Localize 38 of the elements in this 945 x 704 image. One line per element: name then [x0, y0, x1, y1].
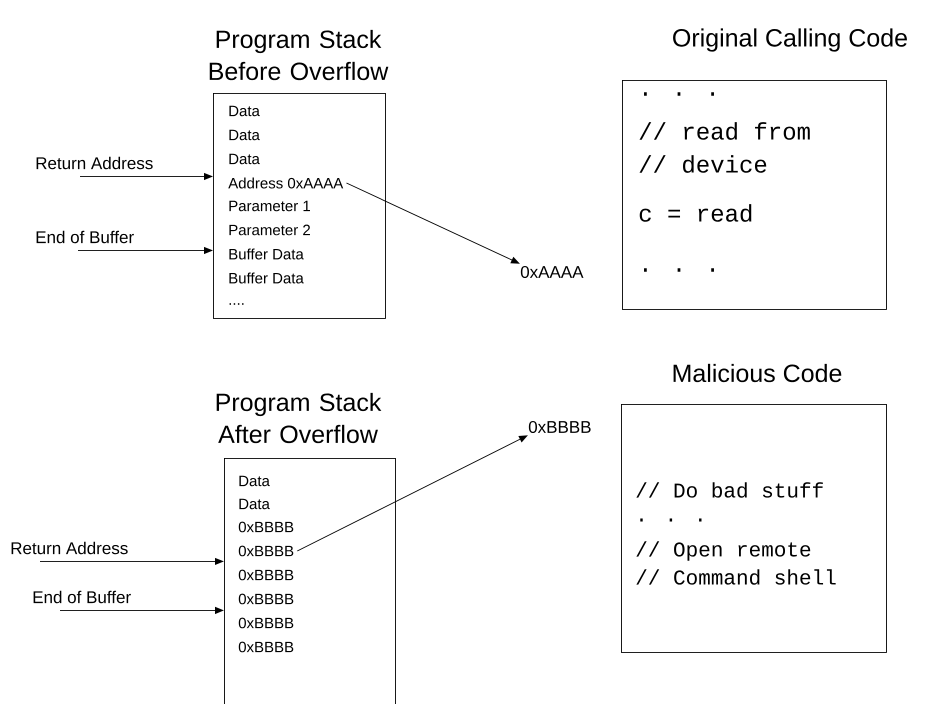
stack-entry: Parameter 1 — [229, 200, 310, 212]
pointer-label: 0xAAAA — [520, 266, 584, 278]
pointer-label: Return Address — [36, 156, 153, 170]
stack-entry: 0xBBBB — [238, 546, 294, 556]
stack-entry: Data — [239, 498, 270, 510]
node-label: . . . — [644, 268, 714, 272]
stack-entry: 0xBBBB — [238, 618, 294, 628]
stack-entry: Address 0xAAAA — [228, 178, 344, 188]
stack-entry: Buffer Data — [229, 248, 304, 260]
stack-entry: 0xBBBB — [238, 570, 294, 580]
stack-title: Program Stack After Overflow — [216, 392, 382, 444]
pointer-label: 0xBBBB — [528, 420, 591, 434]
stack-entry: 0xBBBB — [238, 642, 294, 652]
stack-title: Program Stack Before Overflow — [210, 30, 388, 80]
code-box: // Do bad stuff . . . // Open remote // Command shell — [621, 404, 887, 653]
node-label: // Command shell — [636, 569, 836, 585]
pointer-label: Return Address — [12, 542, 128, 554]
node-label: // Open remote — [636, 541, 810, 561]
node-label: // device — [640, 155, 766, 173]
node-label: . . . — [640, 518, 702, 522]
box-title: Malicious Code — [674, 364, 842, 382]
stack-entry: Data — [239, 476, 270, 486]
node-label: . . . — [644, 92, 714, 96]
stack-entry: 0xBBBB — [238, 594, 294, 604]
stack-entry: 0xBBBB — [238, 522, 294, 532]
box-title: Original Calling Code — [673, 28, 907, 52]
pointer-label: End of Buffer — [36, 230, 134, 244]
stack-entry: Data — [229, 106, 260, 116]
node-label: c = read — [640, 204, 752, 222]
stack-entry: Buffer Data — [229, 272, 304, 284]
code-box: . . . // read from // device c = read . . . — [622, 80, 887, 310]
stack-entry: .... — [230, 303, 244, 305]
node-label: // read from — [640, 122, 810, 140]
node-label: // Do bad stuff — [636, 482, 823, 498]
stack-entry: Data — [229, 130, 260, 140]
stack-entry: Data — [229, 154, 260, 164]
pointer-label: End of Buffer — [34, 590, 131, 604]
stack-entry: Parameter 2 — [229, 224, 310, 236]
